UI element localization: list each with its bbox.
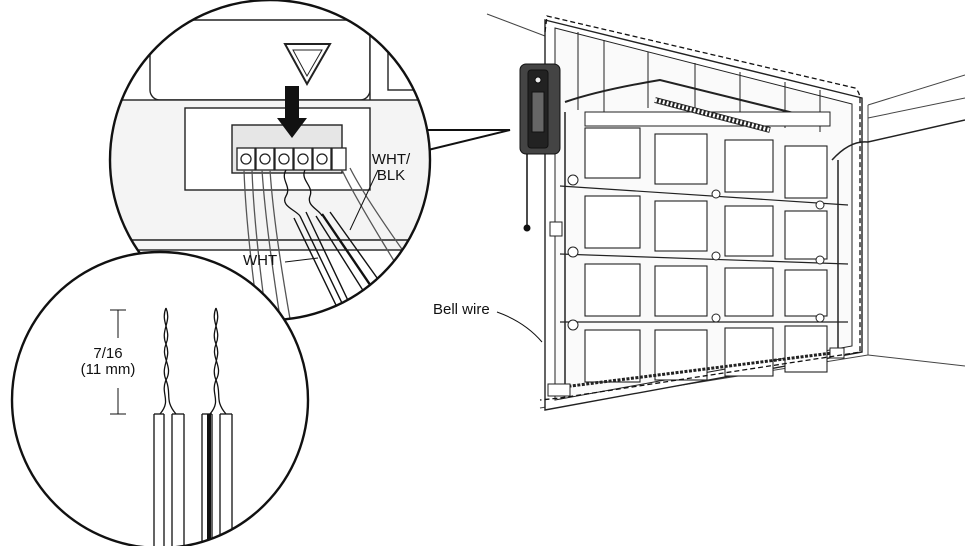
wire-strip-closeup (12, 252, 308, 546)
strip-length-label: 7/16 (11 mm) (68, 346, 148, 378)
strip-length-metric: (11 mm) (80, 360, 136, 378)
wht-label: WHT (243, 252, 278, 269)
callout-pointer (423, 129, 511, 152)
wht-blk-label-line2: BLK (376, 166, 406, 184)
wht-blk-label: WHT/ BLK (368, 152, 414, 184)
strip-length-inches: 7/16 (93, 345, 123, 362)
bell-wire-route (539, 15, 861, 401)
wall-control (519, 63, 561, 232)
terminal-closeup (110, 0, 430, 320)
down-arrow-icon (277, 86, 307, 138)
garage-door (544, 19, 965, 411)
triangle-icon (283, 43, 332, 87)
bell-wire-label: Bell wire (433, 301, 490, 318)
dimension-bracket (110, 309, 126, 415)
wht-blk-label-line1: WHT/ (371, 151, 411, 168)
